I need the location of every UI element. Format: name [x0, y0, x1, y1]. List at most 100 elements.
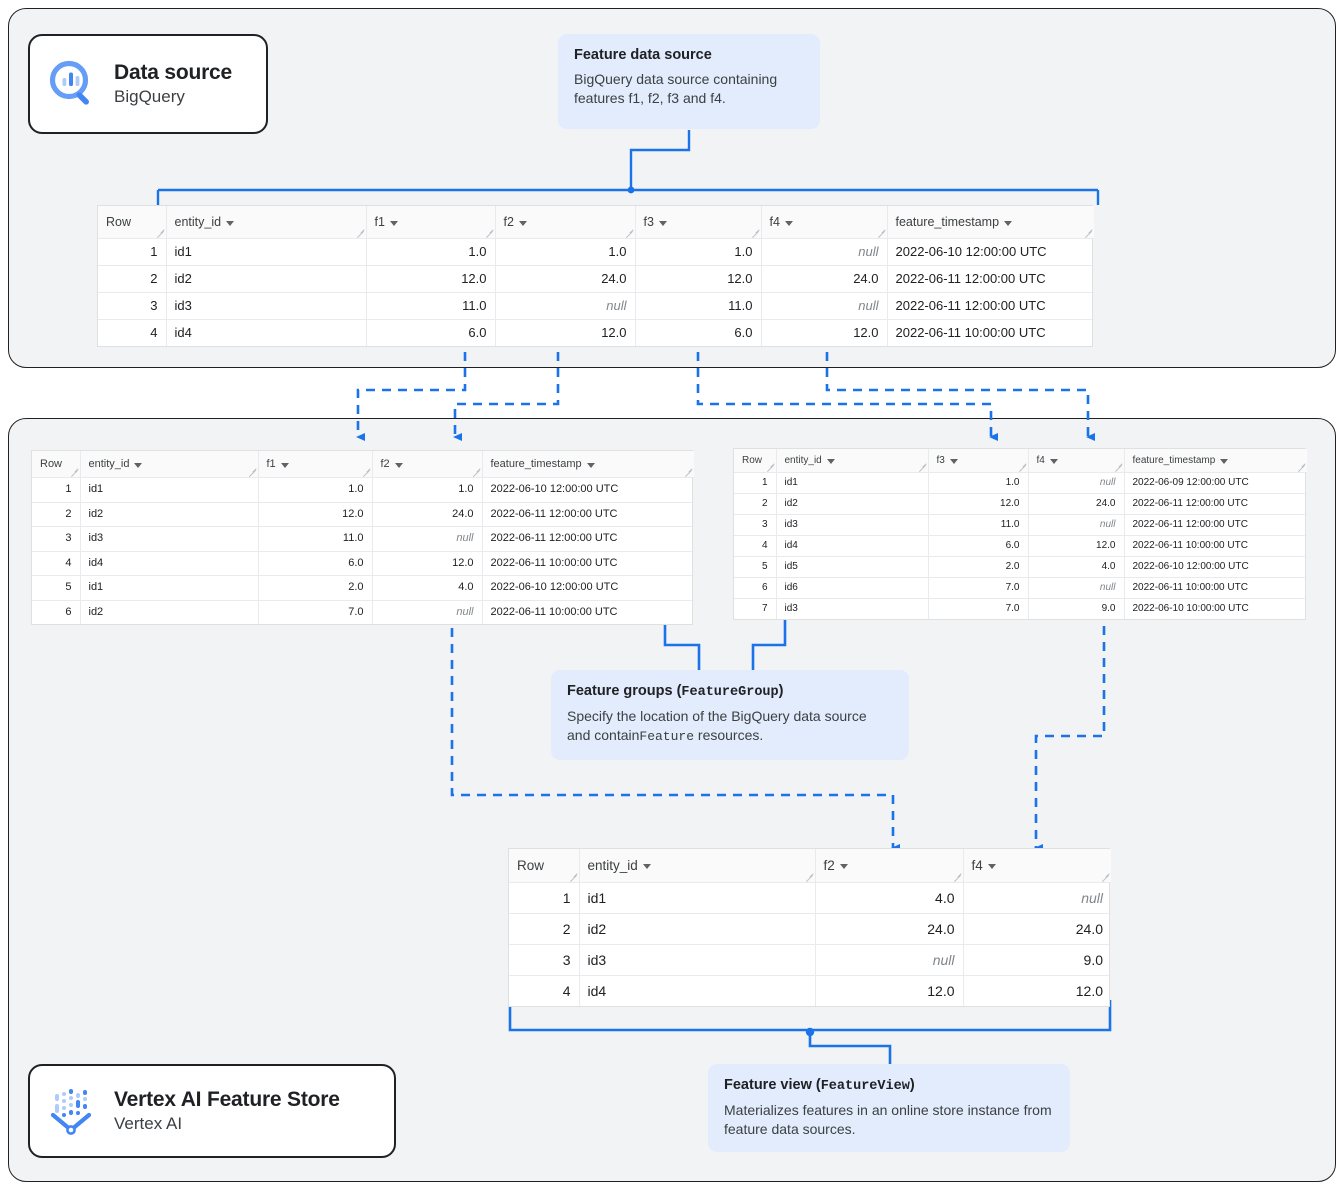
column-resize-grip[interactable] — [625, 229, 633, 237]
column-header-entity-id[interactable]: entity_id — [579, 849, 816, 883]
column-header-feature-timestamp[interactable]: feature_timestamp — [1124, 449, 1307, 473]
column-header-row[interactable]: Row — [734, 449, 777, 473]
column-header-f2[interactable]: f2 — [372, 451, 483, 478]
column-header-entity-id[interactable]: entity_id — [80, 451, 259, 478]
column-resize-grip[interactable] — [472, 468, 480, 476]
cell-value: 11.0 — [928, 514, 1029, 536]
column-resize-grip[interactable] — [569, 873, 577, 881]
feature-data-source-table[interactable]: Row entity_id f1 f2 — [97, 205, 1094, 347]
cell-row-number: 3 — [32, 526, 81, 552]
column-header-f2[interactable]: f2 — [495, 206, 636, 239]
chevron-down-icon[interactable] — [586, 462, 595, 468]
column-header-f1[interactable]: f1 — [366, 206, 496, 239]
chevron-down-icon[interactable] — [1220, 459, 1229, 464]
callout-title: Feature groups (FeatureGroup) — [567, 683, 893, 700]
column-resize-grip[interactable] — [684, 468, 692, 476]
column-resize-grip[interactable] — [766, 463, 774, 471]
feature-group-2-table[interactable]: Row entity_id f3 f4 — [733, 448, 1307, 620]
column-label: f2 — [503, 215, 514, 229]
feature-view-table[interactable]: Row entity_id f2 f4 — [508, 848, 1111, 1007]
column-header-f2[interactable]: f2 — [815, 849, 964, 883]
cell-value: 12.0 — [1028, 535, 1125, 557]
chevron-down-icon[interactable] — [658, 220, 667, 226]
cell-row-number: 4 — [509, 975, 580, 1006]
chevron-down-icon[interactable] — [949, 459, 958, 464]
chevron-down-icon[interactable] — [839, 864, 848, 869]
column-resize-grip[interactable] — [1114, 463, 1122, 471]
column-header-row[interactable]: Row — [509, 849, 580, 883]
column-resize-grip[interactable] — [1297, 463, 1305, 471]
cell-row-number: 6 — [32, 600, 81, 624]
column-resize-grip[interactable] — [156, 229, 164, 237]
column-header-f4[interactable]: f4 — [963, 849, 1111, 883]
callout-feature-groups: Feature groups (FeatureGroup) Specify th… — [551, 670, 909, 760]
column-header-feature-timestamp[interactable]: feature_timestamp — [887, 206, 1094, 239]
callout-title-code: FeatureView — [820, 1079, 910, 1094]
column-resize-grip[interactable] — [1084, 229, 1092, 237]
chevron-down-icon[interactable] — [826, 459, 835, 464]
chevron-down-icon[interactable] — [642, 864, 651, 869]
cell-value: 24.0 — [963, 913, 1111, 945]
column-resize-grip[interactable] — [485, 229, 493, 237]
chevron-down-icon[interactable] — [784, 220, 793, 226]
cell-row-number: 1 — [98, 238, 167, 266]
chevron-down-icon[interactable] — [987, 864, 996, 869]
column-resize-grip[interactable] — [805, 873, 813, 881]
chevron-down-icon[interactable] — [1049, 459, 1058, 464]
column-resize-grip[interactable] — [918, 463, 926, 471]
column-resize-grip[interactable] — [877, 229, 885, 237]
cell-row-number: 3 — [734, 514, 777, 536]
chevron-down-icon[interactable] — [226, 220, 235, 226]
column-header-f3[interactable]: f3 — [635, 206, 762, 239]
column-header-f4[interactable]: f4 — [761, 206, 888, 239]
column-header-feature-timestamp[interactable]: feature_timestamp — [482, 451, 694, 478]
column-header-entity-id[interactable]: entity_id — [166, 206, 367, 239]
chevron-down-icon[interactable] — [389, 220, 398, 226]
column-resize-grip[interactable] — [1018, 463, 1026, 471]
column-header-entity-id[interactable]: entity_id — [776, 449, 929, 473]
column-resize-grip[interactable] — [356, 229, 364, 237]
chevron-down-icon[interactable] — [394, 462, 403, 468]
column-resize-grip[interactable] — [70, 468, 78, 476]
column-resize-grip[interactable] — [953, 873, 961, 881]
chevron-down-icon[interactable] — [518, 220, 527, 226]
column-header-f3[interactable]: f3 — [928, 449, 1029, 473]
column-resize-grip[interactable] — [362, 468, 370, 476]
cell-value: 2022-06-11 10:00:00 UTC — [895, 325, 1046, 340]
cell-value: id2 — [80, 502, 259, 527]
column-resize-grip[interactable] — [751, 229, 759, 237]
column-resize-grip[interactable] — [1101, 873, 1109, 881]
feature-group-1-table[interactable]: Row entity_id f1 f2 — [31, 450, 694, 625]
column-header-f4[interactable]: f4 — [1028, 449, 1125, 473]
column-header-f1[interactable]: f1 — [258, 451, 373, 478]
cell-row-number: 2 — [98, 265, 167, 293]
column-header-row[interactable]: Row — [32, 451, 81, 478]
column-resize-grip[interactable] — [248, 468, 256, 476]
chevron-down-icon[interactable] — [280, 462, 289, 468]
chevron-down-icon[interactable] — [134, 462, 143, 468]
cell-value: 2022-06-10 12:00:00 UTC — [887, 238, 1094, 266]
chevron-down-icon[interactable] — [1004, 220, 1013, 226]
column-header-row[interactable]: Row — [98, 206, 167, 239]
